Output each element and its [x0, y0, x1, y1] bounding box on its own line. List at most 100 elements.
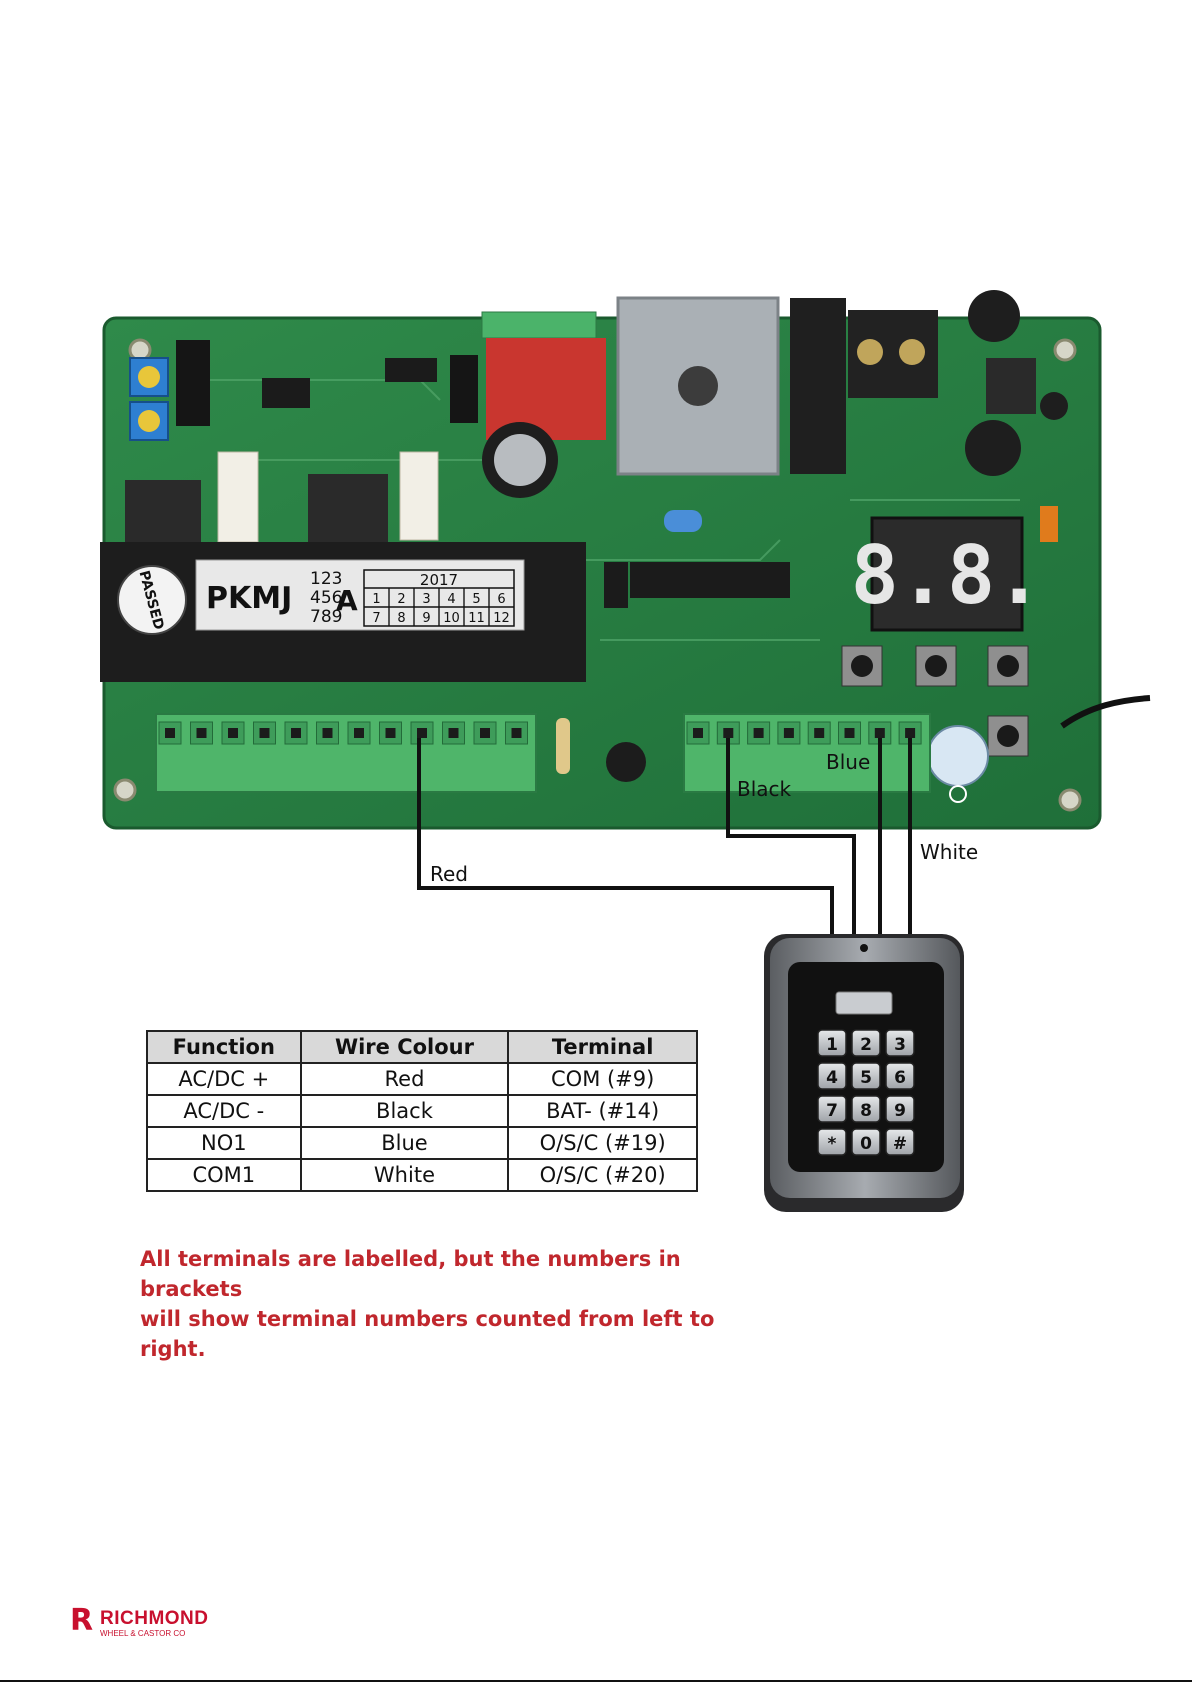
- capacitor: [1040, 392, 1068, 420]
- buzzer: [927, 725, 989, 787]
- pin-header: [450, 355, 478, 423]
- blue-capacitor: [664, 510, 702, 532]
- model-label: PKMJ: [206, 581, 292, 616]
- cell-function: AC/DC -: [146, 1094, 302, 1128]
- pin-header: [176, 340, 210, 426]
- wires: [417, 738, 912, 934]
- voltage-regulator: [125, 480, 201, 550]
- terminal-hole: [480, 728, 490, 738]
- keypad-key-label: 1: [826, 1035, 838, 1055]
- terminal-hole: [417, 728, 427, 738]
- ic-chip: [262, 378, 310, 408]
- table-row: AC/DC - Black BAT- (#14): [146, 1094, 698, 1128]
- keypad-key: [885, 1029, 915, 1057]
- year-grid-cell: 7: [372, 611, 380, 626]
- col-header-wire-colour: Wire Colour: [299, 1030, 510, 1064]
- keypad-key-label: #: [893, 1134, 907, 1154]
- year-grid-cell: 9: [422, 611, 430, 626]
- capacitor: [965, 420, 1021, 476]
- capacitor: [968, 290, 1020, 342]
- cell-function: COM1: [146, 1158, 302, 1192]
- terminal-hole: [385, 728, 396, 738]
- keypad-key: [817, 1128, 847, 1156]
- transistor: [606, 742, 646, 782]
- right-terminal-screws: [686, 721, 922, 745]
- wire-label-white: White: [920, 840, 979, 864]
- keypad-key-label: 4: [826, 1068, 838, 1088]
- keypad-key: [817, 1095, 847, 1123]
- table-row: COM1 White O/S/C (#20): [146, 1158, 698, 1192]
- fuse-holder: [790, 298, 846, 474]
- trimmer: [129, 357, 169, 397]
- push-buttons: [841, 645, 1029, 757]
- terminal-hole: [259, 728, 270, 738]
- terminal-hole: [723, 728, 734, 738]
- page-bottom-rule: [0, 1680, 1192, 1682]
- col-header-terminal: Terminal: [507, 1030, 698, 1064]
- cell-terminal: BAT- (#14): [507, 1094, 698, 1128]
- keypad-key: [885, 1095, 915, 1123]
- keypad-key-label: *: [828, 1134, 837, 1154]
- resistor: [556, 718, 570, 774]
- terminal-hole: [511, 728, 522, 738]
- terminal-hole: [196, 728, 207, 738]
- cell-wire-colour: Black: [299, 1094, 510, 1128]
- keypad-key-label: 9: [894, 1101, 906, 1121]
- cell-terminal: O/S/C (#19): [507, 1126, 698, 1160]
- wire-label-blue: Blue: [826, 750, 871, 774]
- small-terminal: [481, 311, 597, 339]
- terminal-hole: [814, 728, 825, 738]
- model-sticker: [195, 559, 525, 631]
- year-grid-cell: 2: [397, 592, 405, 607]
- wire-red: [417, 738, 834, 934]
- terminal-hole: [291, 728, 301, 738]
- mount-hole: [113, 778, 137, 802]
- mount-hole: [1053, 338, 1077, 362]
- keypad-key-label: 6: [894, 1068, 906, 1088]
- terminal-hole: [322, 728, 333, 738]
- terminal-hole: [783, 728, 794, 738]
- year-grid-cell: 6: [497, 592, 505, 607]
- keypad-key-label: 7: [826, 1101, 838, 1121]
- cell-function: AC/DC +: [146, 1062, 302, 1096]
- year-grid-cell: 10: [443, 611, 460, 626]
- display-digits: 8.8.: [851, 529, 1044, 622]
- passed-sticker: [117, 565, 187, 635]
- terminal-hole: [844, 728, 855, 738]
- cell-terminal: COM (#9): [507, 1062, 698, 1096]
- keypad-key: [851, 1128, 881, 1156]
- year-label: 2017: [420, 571, 458, 589]
- ic-chip: [604, 562, 628, 608]
- keypad-key: [817, 1029, 847, 1057]
- year-grid-cell: 5: [472, 592, 480, 607]
- terminal-hole: [228, 728, 238, 738]
- relay: [486, 338, 606, 440]
- terminal-hole: [165, 728, 175, 738]
- code-row-1: 123: [310, 569, 342, 589]
- cell-terminal: O/S/C (#20): [507, 1158, 698, 1192]
- wiring-table: Function Wire Colour Terminal AC/DC + Re…: [146, 1030, 698, 1192]
- keypad-key: [885, 1062, 915, 1090]
- keypad-key: [817, 1062, 847, 1090]
- cell-function: NO1: [146, 1126, 302, 1160]
- keypad-key: [851, 1095, 881, 1123]
- table-row: NO1 Blue O/S/C (#19): [146, 1126, 698, 1160]
- wire-label-black: Black: [737, 777, 792, 801]
- power-resistor: [399, 451, 439, 541]
- col-header-function: Function: [146, 1030, 302, 1064]
- power-resistor: [217, 451, 259, 543]
- table-header-row: Function Wire Colour Terminal: [146, 1030, 698, 1064]
- keypad-key: [851, 1062, 881, 1090]
- cell-wire-colour: Blue: [299, 1126, 510, 1160]
- year-grid-cell: 1: [372, 592, 380, 607]
- wire-label-red: Red: [430, 862, 468, 886]
- voltage-regulator: [986, 358, 1036, 414]
- year-grid-cell: 11: [468, 611, 485, 626]
- keypad-logo-plate: [835, 991, 893, 1015]
- cell-wire-colour: White: [299, 1158, 510, 1192]
- wire-black: [726, 738, 856, 934]
- terminal-note: All terminals are labelled, but the numb…: [140, 1244, 760, 1364]
